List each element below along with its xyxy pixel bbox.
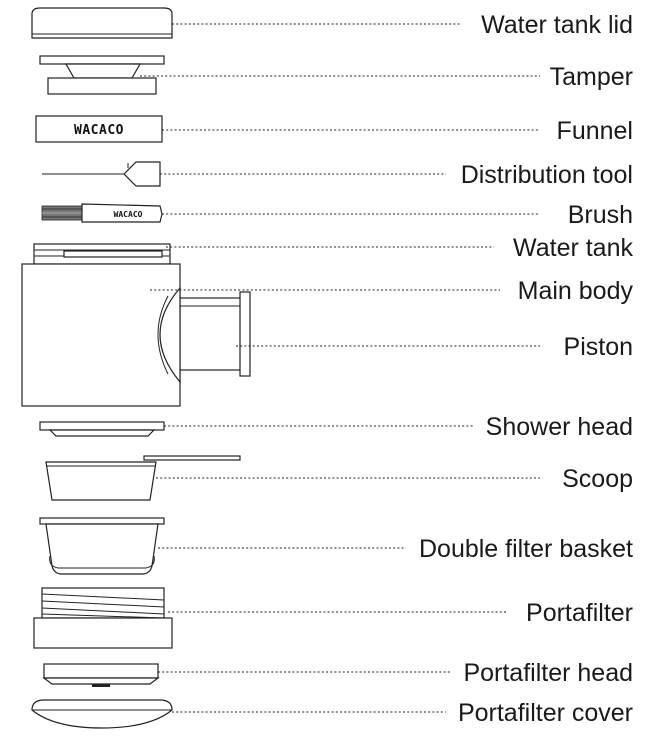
shower-head-label: Shower head <box>486 413 633 441</box>
double-filter-basket-label: Double filter basket <box>419 535 633 563</box>
piston-label: Piston <box>564 333 633 361</box>
portafilter-drawing <box>33 587 173 649</box>
main-body-label: Main body <box>518 277 634 305</box>
water-tank-lid-label: Water tank lid <box>481 11 633 39</box>
double-filter-basket-drawing <box>39 517 165 575</box>
portafilter-label: Portafilter <box>526 599 633 627</box>
funnel-drawing: WACACO <box>35 115 163 143</box>
scoop-drawing <box>45 455 241 501</box>
water-tank-lid-drawing <box>31 7 173 39</box>
main-body-drawing <box>21 243 251 407</box>
distribution-tool-label: Distribution tool <box>461 161 633 189</box>
portafilter-cover-label: Portafilter cover <box>458 699 633 727</box>
tamper-label: Tamper <box>550 63 633 91</box>
portafilter-head-drawing <box>42 663 160 687</box>
shower-head-drawing <box>39 421 165 437</box>
scoop-label: Scoop <box>562 465 633 493</box>
brush-brand-text: WACACO <box>114 210 143 219</box>
portafilter-cover-drawing <box>31 699 173 729</box>
brush-label: Brush <box>568 201 633 229</box>
portafilter-head-label: Portafilter head <box>463 659 633 687</box>
brush-drawing: WACACO <box>41 203 163 223</box>
funnel-label: Funnel <box>557 117 633 145</box>
water-tank-label: Water tank <box>513 234 633 262</box>
distribution-tool-drawing <box>42 161 161 187</box>
tamper-drawing <box>39 55 165 95</box>
funnel-brand-text: WACACO <box>74 123 124 138</box>
